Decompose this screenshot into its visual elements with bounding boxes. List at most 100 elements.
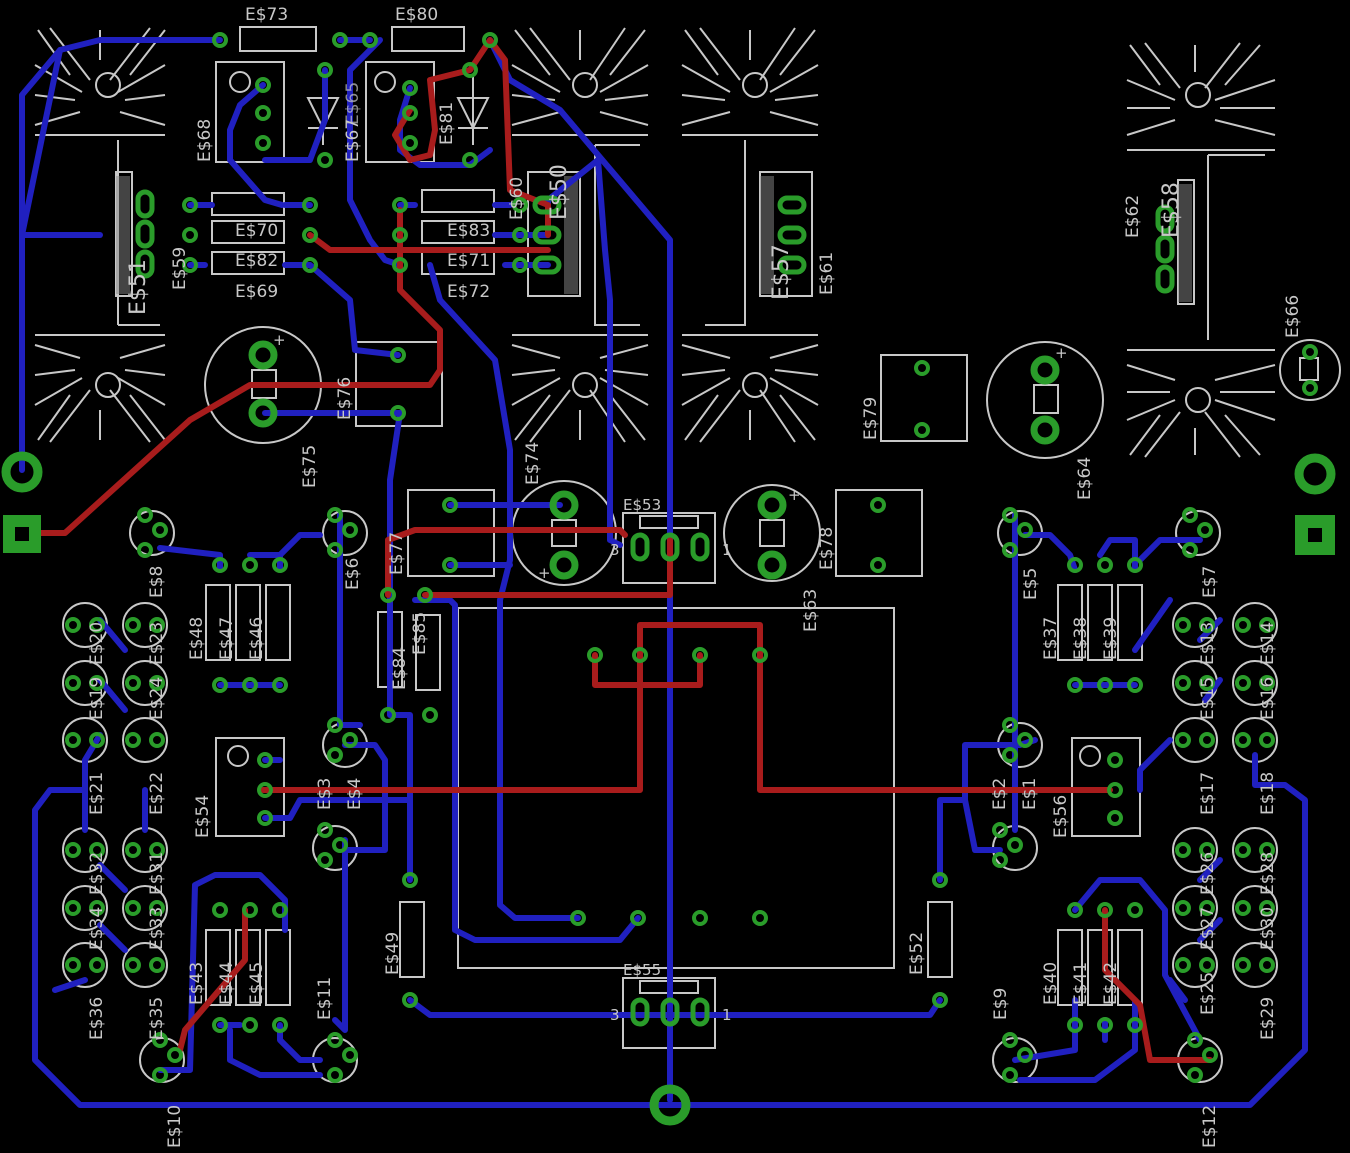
- label-e9: E$9: [991, 988, 1011, 1020]
- label-e38: E$38: [1071, 617, 1091, 660]
- pad: [1067, 557, 1083, 573]
- led-pad: [1259, 617, 1275, 633]
- ground-mount-pad[interactable]: [649, 1084, 691, 1126]
- pad: [1107, 782, 1123, 798]
- pad: [342, 522, 358, 538]
- label-e82: E$82: [235, 251, 278, 271]
- pad: [242, 902, 258, 918]
- power-connector-left[interactable]: [1, 451, 43, 553]
- pad: [442, 497, 458, 513]
- led-pad: [149, 842, 165, 858]
- pad: [390, 405, 406, 421]
- pad: [1202, 1047, 1218, 1063]
- led-pad: [1235, 957, 1251, 973]
- pad: [257, 810, 273, 826]
- pad: [992, 852, 1008, 868]
- pad: [1187, 1032, 1203, 1048]
- label-e42: E$42: [1101, 962, 1121, 1005]
- pad: [1182, 507, 1198, 523]
- led-pad: [65, 675, 81, 691]
- pad: [182, 227, 198, 243]
- label-e74: E$74: [523, 442, 543, 485]
- label-e45: E$45: [247, 962, 267, 1005]
- pad: [1127, 557, 1143, 573]
- label-e69: E$69: [235, 282, 278, 302]
- pad: [152, 522, 168, 538]
- pad: [255, 105, 271, 121]
- label-e8: E$8: [147, 566, 167, 598]
- label-e5: E$5: [1021, 568, 1041, 600]
- pad: [272, 557, 288, 573]
- label-e81: E$81: [437, 102, 457, 145]
- label-e41: E$41: [1071, 962, 1091, 1005]
- label-e25: E$25: [1198, 972, 1218, 1015]
- led-pad: [89, 842, 105, 858]
- pad: [327, 1032, 343, 1048]
- label-e85: E$85: [410, 612, 430, 655]
- pad: [1002, 717, 1018, 733]
- label-e32: E$32: [87, 852, 107, 895]
- label-e3: E$3: [315, 778, 335, 810]
- label-e50: E$50: [547, 164, 572, 220]
- label-e37: E$37: [1041, 617, 1061, 660]
- pad: [390, 347, 406, 363]
- pad: [512, 257, 528, 273]
- led-pad: [149, 732, 165, 748]
- led-pad: [149, 957, 165, 973]
- label-e53: E$53: [623, 496, 661, 514]
- pad: [257, 752, 273, 768]
- pad: [512, 227, 528, 243]
- label-e1: E$1: [1020, 778, 1040, 810]
- label-e19: E$19: [87, 677, 107, 720]
- capacitor-pads: [248, 340, 1060, 580]
- label-e26: E$26: [1198, 852, 1218, 895]
- pad: [182, 257, 198, 273]
- label-e49: E$49: [383, 932, 403, 975]
- led-pad: [1235, 900, 1251, 916]
- pad: [402, 105, 418, 121]
- pad: [1002, 1032, 1018, 1048]
- led-pad: [1199, 900, 1215, 916]
- led-pad: [65, 900, 81, 916]
- led-pad: [1259, 842, 1275, 858]
- label-e52: E$52: [907, 932, 927, 975]
- led-pad: [1235, 675, 1251, 691]
- pad: [317, 822, 333, 838]
- label-e35: E$35: [147, 997, 167, 1040]
- led-pad: [65, 957, 81, 973]
- led-pad: [1259, 675, 1275, 691]
- pad: [1017, 732, 1033, 748]
- label-e75: E$75: [300, 445, 320, 488]
- led-pad: [125, 957, 141, 973]
- pad: [1127, 677, 1143, 693]
- led-pad: [1259, 732, 1275, 748]
- label-e2: E$2: [990, 778, 1010, 810]
- label-e46: E$46: [247, 617, 267, 660]
- pin-label-e53-3: 3: [610, 541, 620, 559]
- led-pad: [1175, 842, 1191, 858]
- pad: [402, 135, 418, 151]
- label-e22: E$22: [147, 772, 167, 815]
- led-pad: [1175, 900, 1191, 916]
- label-e4: E$4: [345, 778, 365, 810]
- pad: [212, 32, 228, 48]
- label-e73: E$73: [245, 5, 288, 25]
- led-pad: [1175, 675, 1191, 691]
- pad: [392, 197, 408, 213]
- led-pad: [1175, 617, 1191, 633]
- label-e7: E$7: [1200, 566, 1220, 598]
- pad: [630, 910, 646, 926]
- pad: [1127, 1017, 1143, 1033]
- label-e63: E$63: [801, 589, 821, 632]
- pad: [257, 782, 273, 798]
- pin-label-e53-1: 1: [722, 541, 732, 559]
- led-pad: [1199, 957, 1215, 973]
- pad: [417, 587, 433, 603]
- label-e31: E$31: [147, 852, 167, 895]
- pad: [402, 992, 418, 1008]
- regulator-pads: [135, 189, 1175, 1027]
- label-e47: E$47: [217, 617, 237, 660]
- power-connector-right[interactable]: [1294, 453, 1336, 555]
- label-e62: E$62: [1123, 195, 1143, 238]
